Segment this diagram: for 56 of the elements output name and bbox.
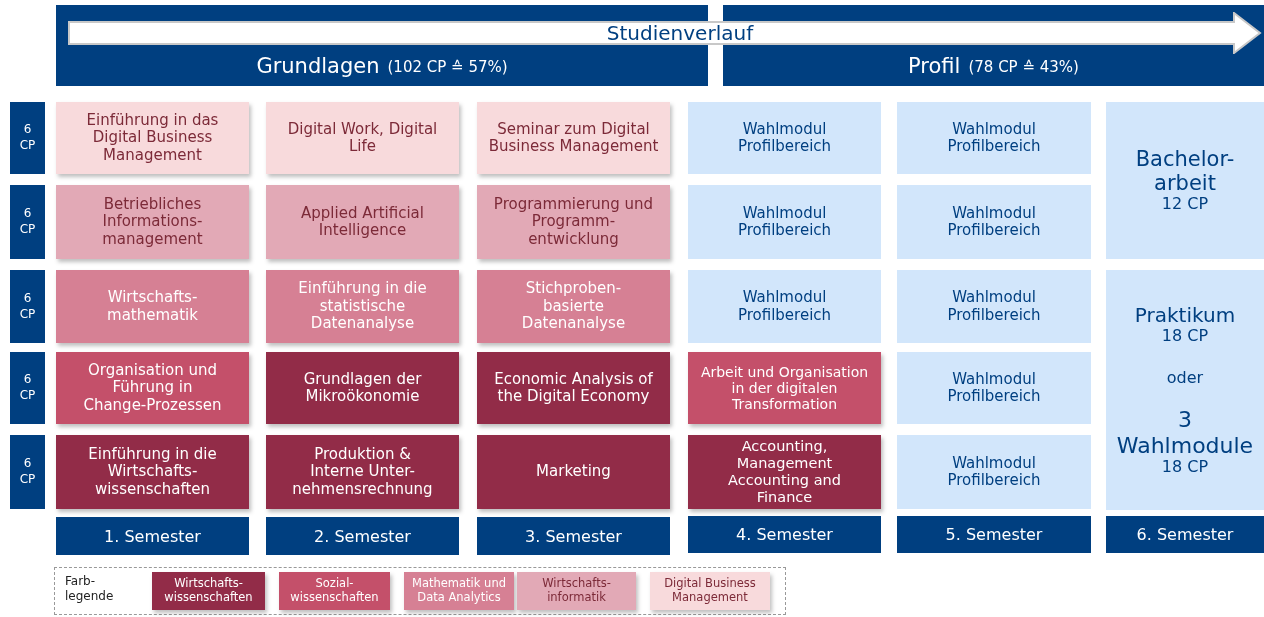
- elective-box: Wahlmodul Profilbereich: [897, 185, 1091, 259]
- box-text: 18 CP: [1161, 458, 1209, 477]
- credit-tab: 6 CP: [10, 435, 45, 509]
- semester-bar: 4. Semester: [688, 516, 881, 553]
- module-box: Einführung in die Wirtschafts- wissenschaften: [56, 435, 249, 509]
- legend-swatch: Wirtschafts- informatik: [517, 572, 636, 610]
- elective-box: Wahlmodul Profilbereich: [897, 270, 1091, 343]
- module-box: Einführung in das Digital Business Management: [56, 102, 249, 174]
- credit-tab: 6 CP: [10, 102, 45, 174]
- legend-swatch: Mathematik und Data Analytics: [404, 572, 514, 610]
- timeline-banner: Studienverlauf: [68, 12, 1262, 54]
- credit-tab: 6 CP: [10, 185, 45, 259]
- elective-box: Wahlmodul Profilbereich: [897, 352, 1091, 424]
- module-box: Grundlagen der Mikroökonomie: [266, 352, 459, 424]
- semester-bar: 1. Semester: [56, 517, 249, 555]
- box-text: oder: [1166, 369, 1204, 388]
- legend-title: Farb- legende: [65, 574, 115, 604]
- semester-bar: 5. Semester: [897, 516, 1091, 553]
- module-box: Seminar zum Digital Business Management: [477, 102, 670, 174]
- module-box: Einführung in die statistische Datenanalyse: [266, 270, 459, 343]
- box-text: 3 Wahlmodule: [1115, 407, 1255, 458]
- thesis-box: [1106, 102, 1264, 259]
- box-text: 18 CP: [1161, 326, 1209, 345]
- module-box: Organisation und Führung in Change-Prozessen: [56, 352, 249, 424]
- box-text: Praktikum: [1134, 303, 1236, 327]
- credit-tab: 6 CP: [10, 270, 45, 343]
- legend-swatch: Digital Business Management: [650, 572, 770, 610]
- module-box: Wirtschafts- mathematik: [56, 270, 249, 343]
- module-box: Betriebliches Informations- management: [56, 185, 249, 259]
- module-box: Applied Artificial Intelligence: [266, 185, 459, 259]
- elective-box: Wahlmodul Profilbereich: [688, 102, 881, 174]
- credit-share: (102 CP ≙ 57%): [387, 58, 508, 78]
- module-box: Programmierung und Programm- entwicklung: [477, 185, 670, 259]
- legend-swatch: Sozial- wissenschaften: [279, 572, 390, 610]
- semester-bar: 3. Semester: [477, 517, 670, 555]
- elective-box: Wahlmodul Profilbereich: [897, 102, 1091, 174]
- credit-share: (78 CP ≙ 43%): [968, 58, 1079, 78]
- box-text: Bachelor- arbeit: [1134, 147, 1236, 196]
- module-box: Marketing: [477, 435, 670, 509]
- semester-bar: 2. Semester: [266, 517, 459, 555]
- section-title: Grundlagen: [256, 54, 380, 78]
- module-box: Stichproben- basierte Datenanalyse: [477, 270, 670, 343]
- thesis-box: [1106, 270, 1264, 510]
- module-box: Economic Analysis of the Digital Economy: [477, 352, 670, 424]
- credit-tab: 6 CP: [10, 352, 45, 424]
- semester-bar: 6. Semester: [1106, 516, 1264, 553]
- elective-box: Wahlmodul Profilbereich: [688, 185, 881, 259]
- legend-swatch: Wirtschafts- wissenschaften: [152, 572, 265, 610]
- elective-box: Wahlmodul Profilbereich: [688, 270, 881, 343]
- module-box: Accounting, Management Accounting and Finance: [688, 435, 881, 509]
- module-box: Digital Work, Digital Life: [266, 102, 459, 174]
- module-box: Arbeit und Organisation in der digitalen Transformation: [688, 352, 881, 424]
- module-box: Produktion & Interne Unter- nehmensrechnung: [266, 435, 459, 509]
- box-text: 12 CP: [1161, 195, 1209, 214]
- section-title: Profil: [908, 54, 961, 78]
- elective-box: Wahlmodul Profilbereich: [897, 435, 1091, 509]
